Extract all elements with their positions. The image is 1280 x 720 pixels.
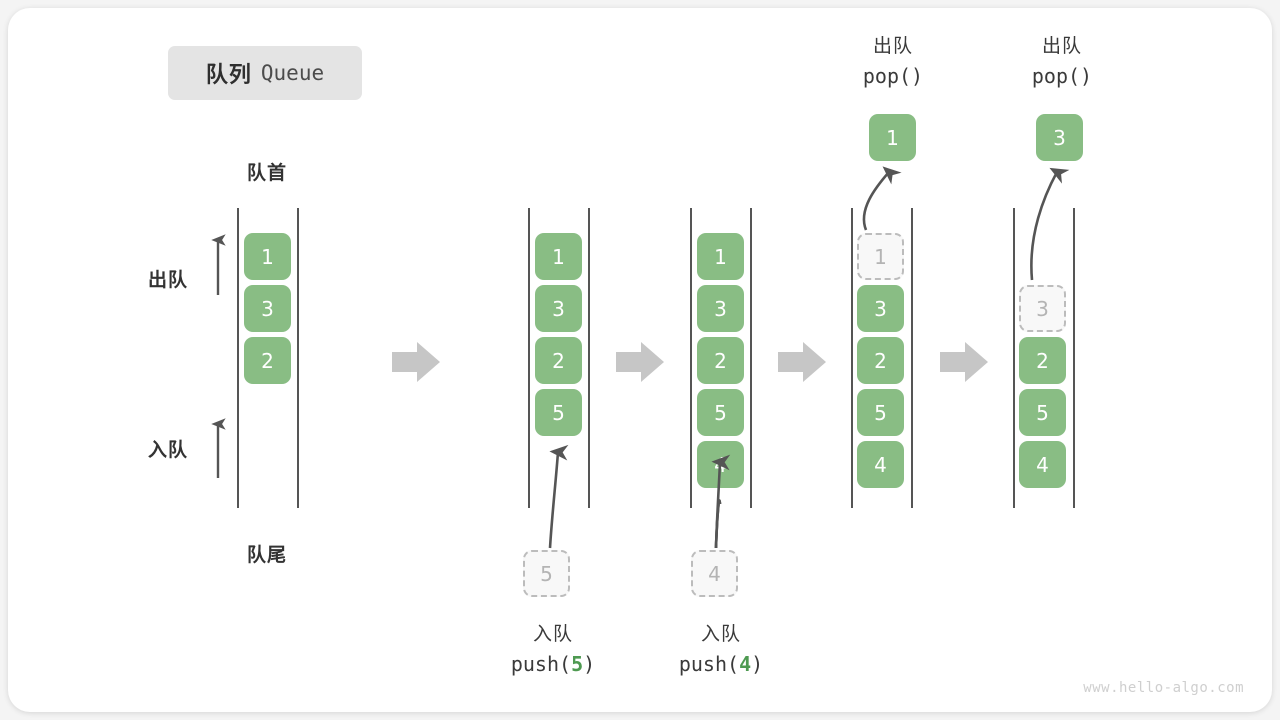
- operation-caption-push-4: 入队 push(4): [611, 620, 831, 679]
- queue-head-label: 队首: [246, 162, 287, 184]
- queue-element: 2: [535, 337, 582, 384]
- queue-element: 3: [535, 285, 582, 332]
- queue-rail-right-4: [1073, 208, 1075, 508]
- title-chinese: 队列: [205, 63, 252, 88]
- popped-slot-ghost: 1: [857, 233, 904, 280]
- watermark: www.hello-algo.com: [1083, 680, 1244, 696]
- queue-rail-left-1: [528, 208, 530, 508]
- operation-caption-pop-3: 出队 pop(): [952, 32, 1172, 91]
- queue-rail-right-1: [588, 208, 590, 508]
- operation-label-cn: 出队: [872, 35, 913, 57]
- stage-separator-arrow-right-icon: [392, 342, 440, 382]
- queue-rail-left-0: [237, 208, 239, 508]
- incoming-element-ghost: 5: [523, 550, 570, 597]
- queue-element: 4: [697, 441, 744, 488]
- operation-code: pop(): [1031, 63, 1093, 88]
- queue-element: 3: [857, 285, 904, 332]
- popped-slot-ghost: 3: [1019, 285, 1066, 332]
- queue-element: 1: [535, 233, 582, 280]
- operation-code: push(4): [678, 651, 764, 676]
- operation-label-cn: 入队: [700, 623, 741, 645]
- queue-element: 3: [244, 285, 291, 332]
- dequeue-direction-label: 出队: [148, 269, 189, 291]
- operation-caption-pop-1: 出队 pop(): [783, 32, 1003, 91]
- operation-label-cn: 出队: [1041, 35, 1082, 57]
- title-badge: 队列 Queue: [168, 46, 362, 100]
- queue-rail-left-2: [690, 208, 692, 508]
- pop-1-arrow-icon: [862, 166, 902, 231]
- queue-element: 2: [244, 337, 291, 384]
- queue-rail-right-3: [911, 208, 913, 508]
- operation-label-cn: 入队: [532, 623, 573, 645]
- queue-element: 1: [244, 233, 291, 280]
- queue-element: 4: [857, 441, 904, 488]
- pop-3-arrow-icon: [1030, 167, 1070, 281]
- stage-separator-arrow-right-icon: [616, 342, 664, 382]
- queue-rail-right-2: [750, 208, 752, 508]
- queue-rail-right-0: [297, 208, 299, 508]
- queue-rail-left-4: [1013, 208, 1015, 508]
- queue-element: 2: [697, 337, 744, 384]
- queue-element: 5: [697, 389, 744, 436]
- operation-caption-push-5: 入队 push(5): [443, 620, 663, 679]
- popped-element: 1: [869, 114, 916, 161]
- queue-element: 5: [535, 389, 582, 436]
- queue-tail-label: 队尾: [246, 544, 287, 566]
- popped-element: 3: [1036, 114, 1083, 161]
- enqueue-direction-label: 入队: [148, 439, 189, 461]
- queue-element: 4: [1019, 441, 1066, 488]
- queue-element: 1: [697, 233, 744, 280]
- stage-separator-arrow-right-icon: [940, 342, 988, 382]
- operation-code: push(5): [510, 651, 596, 676]
- queue-rail-left-3: [851, 208, 853, 508]
- queue-element: 5: [1019, 389, 1066, 436]
- operation-code: pop(): [862, 63, 924, 88]
- stage-separator-arrow-right-icon: [778, 342, 826, 382]
- push-5-arrow-icon: [548, 444, 569, 549]
- incoming-element-ghost: 4: [691, 550, 738, 597]
- queue-element: 2: [1019, 337, 1066, 384]
- queue-element: 3: [697, 285, 744, 332]
- queue-element: 2: [857, 337, 904, 384]
- title-english: Queue: [260, 61, 325, 85]
- queue-element: 5: [857, 389, 904, 436]
